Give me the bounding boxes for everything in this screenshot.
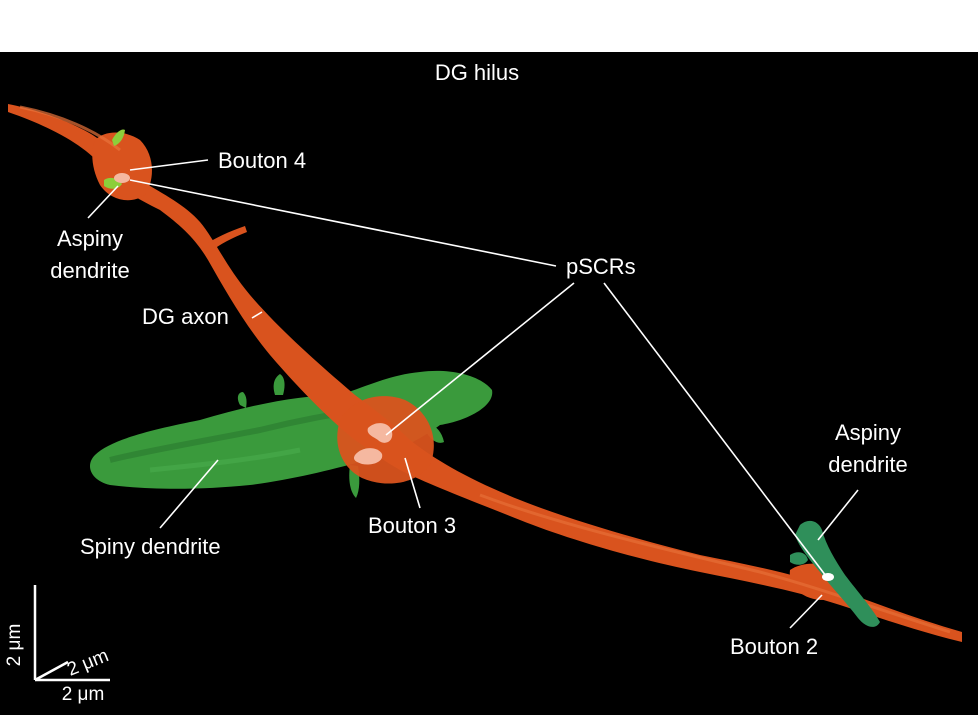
label-aspiny-top-1: Aspiny xyxy=(57,226,123,251)
leader-aspiny-top xyxy=(87,185,119,219)
label-bouton3: Bouton 3 xyxy=(368,513,456,538)
label-aspiny-right-2: dendrite xyxy=(828,452,908,477)
label-bouton4: Bouton 4 xyxy=(218,148,306,173)
label-aspiny-right-1: Aspiny xyxy=(835,420,901,445)
scale-vertical-label: 2 μm xyxy=(4,624,25,667)
leader-bouton3 xyxy=(404,457,421,509)
title: DG hilus xyxy=(435,60,519,85)
label-bouton2: Bouton 2 xyxy=(730,634,818,659)
leader-spiny xyxy=(159,459,219,529)
scale-horizontal-label: 2 μm xyxy=(62,684,105,705)
leader-lines xyxy=(87,159,859,629)
leader-pscr-2 xyxy=(385,282,575,436)
image-background xyxy=(0,52,978,715)
leader-pscr-1 xyxy=(129,179,557,267)
leader-dg-axon xyxy=(251,311,263,319)
leader-aspiny-right xyxy=(817,489,859,541)
label-pscrs: pSCRs xyxy=(566,254,636,279)
label-spiny-dendrite: Spiny dendrite xyxy=(80,534,221,559)
aspiny-dendrite-right xyxy=(790,520,880,627)
leader-pscr-3 xyxy=(603,282,827,577)
leader-bouton2 xyxy=(789,594,823,629)
label-aspiny-top-2: dendrite xyxy=(50,258,130,283)
pscr-markers xyxy=(114,173,834,581)
label-dg-axon: DG axon xyxy=(142,304,229,329)
leader-bouton4 xyxy=(129,159,209,171)
